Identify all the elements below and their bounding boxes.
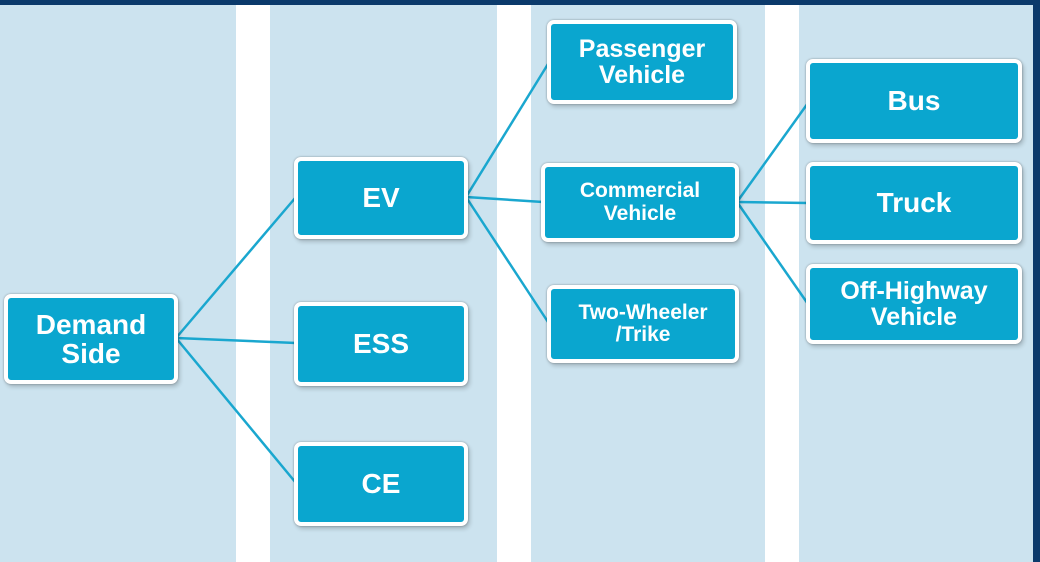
node-ev: EV — [294, 157, 468, 239]
edge-ev-commercial — [465, 195, 544, 204]
edge-ev-twowheeler — [464, 196, 550, 323]
node-truck: Truck — [806, 162, 1022, 244]
edge-demand-ess — [175, 336, 297, 345]
node-ess: ESS — [294, 302, 468, 386]
top-frame-bar — [0, 0, 1040, 5]
node-bus: Bus — [806, 59, 1022, 143]
node-two-wheeler-trike: Two-Wheeler /Trike — [547, 285, 739, 363]
node-demand-side: Demand Side — [4, 294, 178, 384]
edge-commercial-truck — [736, 200, 809, 205]
edge-demand-ce — [175, 337, 297, 484]
node-commercial-vehicle: Commercial Vehicle — [541, 163, 739, 242]
edge-ev-passenger — [464, 63, 550, 198]
node-passenger-vehicle: Passenger Vehicle — [547, 20, 737, 104]
level-1-column — [0, 5, 236, 562]
node-off-highway-vehicle: Off-Highway Vehicle — [806, 264, 1022, 344]
edge-commercial-offhw — [735, 201, 810, 305]
edge-commercial-bus — [735, 102, 810, 203]
node-ce: CE — [294, 442, 468, 526]
right-frame-bar — [1033, 0, 1040, 562]
edge-demand-ev — [175, 196, 297, 339]
